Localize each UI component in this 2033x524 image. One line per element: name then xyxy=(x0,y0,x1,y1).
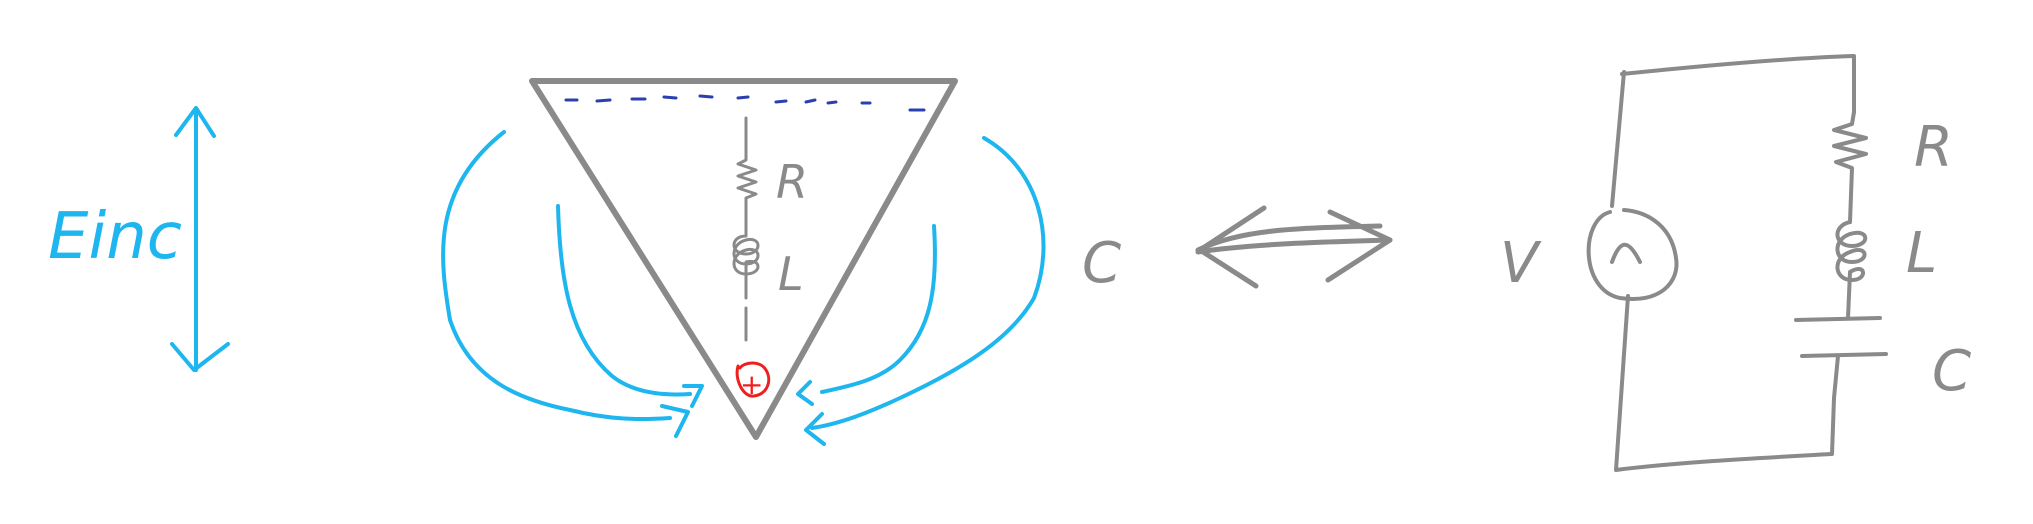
arrow-head-icon xyxy=(796,380,814,406)
incident-field: Einc xyxy=(48,106,230,372)
arrow-head-up-icon xyxy=(174,106,216,138)
equivalent-circuit: V R L C xyxy=(1500,54,1971,472)
arrow-head-icon xyxy=(804,412,826,446)
inductor-icon xyxy=(1835,220,1868,320)
left-wire-top xyxy=(1610,70,1626,208)
c-label: C xyxy=(1932,339,1971,404)
voltage-source-icon xyxy=(1586,208,1679,301)
arrow-head-icon xyxy=(682,384,704,408)
field-lines xyxy=(441,130,1046,446)
inner-inductor xyxy=(732,214,760,300)
e-inc-label: Einc xyxy=(48,200,182,274)
inner-r-label: R xyxy=(776,155,808,209)
inner-l-label: L xyxy=(778,247,804,301)
antenna-triangle: R L + xyxy=(529,78,958,440)
r-label: R xyxy=(1914,115,1953,180)
arrow-head-icon xyxy=(660,404,690,438)
capacitor-icon xyxy=(1794,316,1888,400)
plus-sign: + xyxy=(740,368,763,401)
capacitance-label-left: C xyxy=(1082,231,1121,296)
resistor-icon xyxy=(1832,110,1868,224)
v-label: V xyxy=(1500,231,1542,296)
negative-charges xyxy=(564,94,926,112)
top-wire xyxy=(1620,54,1856,114)
double-arrow-icon xyxy=(1195,205,1393,289)
l-label: L xyxy=(1906,221,1937,286)
inner-resistor xyxy=(736,116,758,218)
positive-charge: + xyxy=(735,361,771,401)
triangle-outline xyxy=(529,78,958,440)
field-line-outer-left xyxy=(441,130,672,422)
field-line-outer-right xyxy=(810,136,1046,430)
field-line-inner-right xyxy=(820,224,937,394)
arrow-head-down-icon xyxy=(170,342,230,372)
sine-icon xyxy=(1610,242,1642,264)
left-wire-bottom xyxy=(1614,294,1836,472)
field-line-inner-left xyxy=(556,204,692,397)
